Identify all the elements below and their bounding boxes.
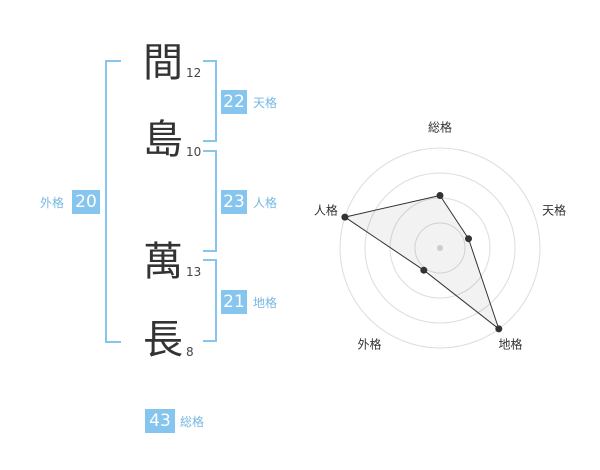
radar-point-4	[420, 266, 428, 274]
gaikaku-label: 外格	[40, 196, 65, 210]
stroke-count-2: 10	[186, 145, 202, 159]
tenkaku-value: 22	[221, 90, 247, 114]
radar-point-5	[341, 213, 349, 221]
stroke-count-4: 8	[186, 345, 194, 359]
jinkaku-value: 23	[221, 190, 247, 214]
name-char-2: 島	[143, 117, 183, 163]
name-char-1: 間	[143, 40, 183, 86]
radar-point-2	[465, 235, 472, 243]
name-char-3: 萬	[143, 239, 183, 285]
radar-axis-label-1: 総格	[428, 120, 452, 135]
radar-point-1	[436, 192, 444, 199]
radar-polygon	[343, 194, 500, 331]
chikaku-value: 21	[221, 290, 247, 314]
soukaku-value: 43	[145, 409, 175, 433]
stroke-count-3: 13	[186, 265, 202, 279]
chikaku-label: 地格	[253, 296, 278, 310]
radar-ring-4	[339, 147, 541, 349]
radar-axis-label-3: 地格	[498, 337, 522, 352]
gaikaku-value: 20	[72, 190, 100, 214]
chikaku-bracket	[203, 259, 217, 342]
tenkaku-label: 天格	[253, 96, 278, 110]
radar-ring-3	[364, 172, 516, 324]
jinkaku-bracket	[203, 150, 217, 252]
tenkaku-bracket	[203, 60, 217, 142]
soukaku-label: 総格	[180, 415, 205, 429]
name-char-4: 長	[143, 317, 183, 363]
radar-axis-label-5: 人格	[314, 202, 338, 217]
radar-point-3	[495, 325, 503, 333]
jinkaku-label: 人格	[253, 196, 278, 210]
radar-ring-1	[414, 222, 466, 274]
gaikaku-bracket	[105, 60, 121, 343]
radar-axis-label-2: 天格	[542, 202, 566, 217]
radar-center-dot	[437, 245, 443, 251]
stroke-count-1: 12	[186, 66, 202, 80]
radar-axis-label-4: 外格	[357, 337, 381, 352]
